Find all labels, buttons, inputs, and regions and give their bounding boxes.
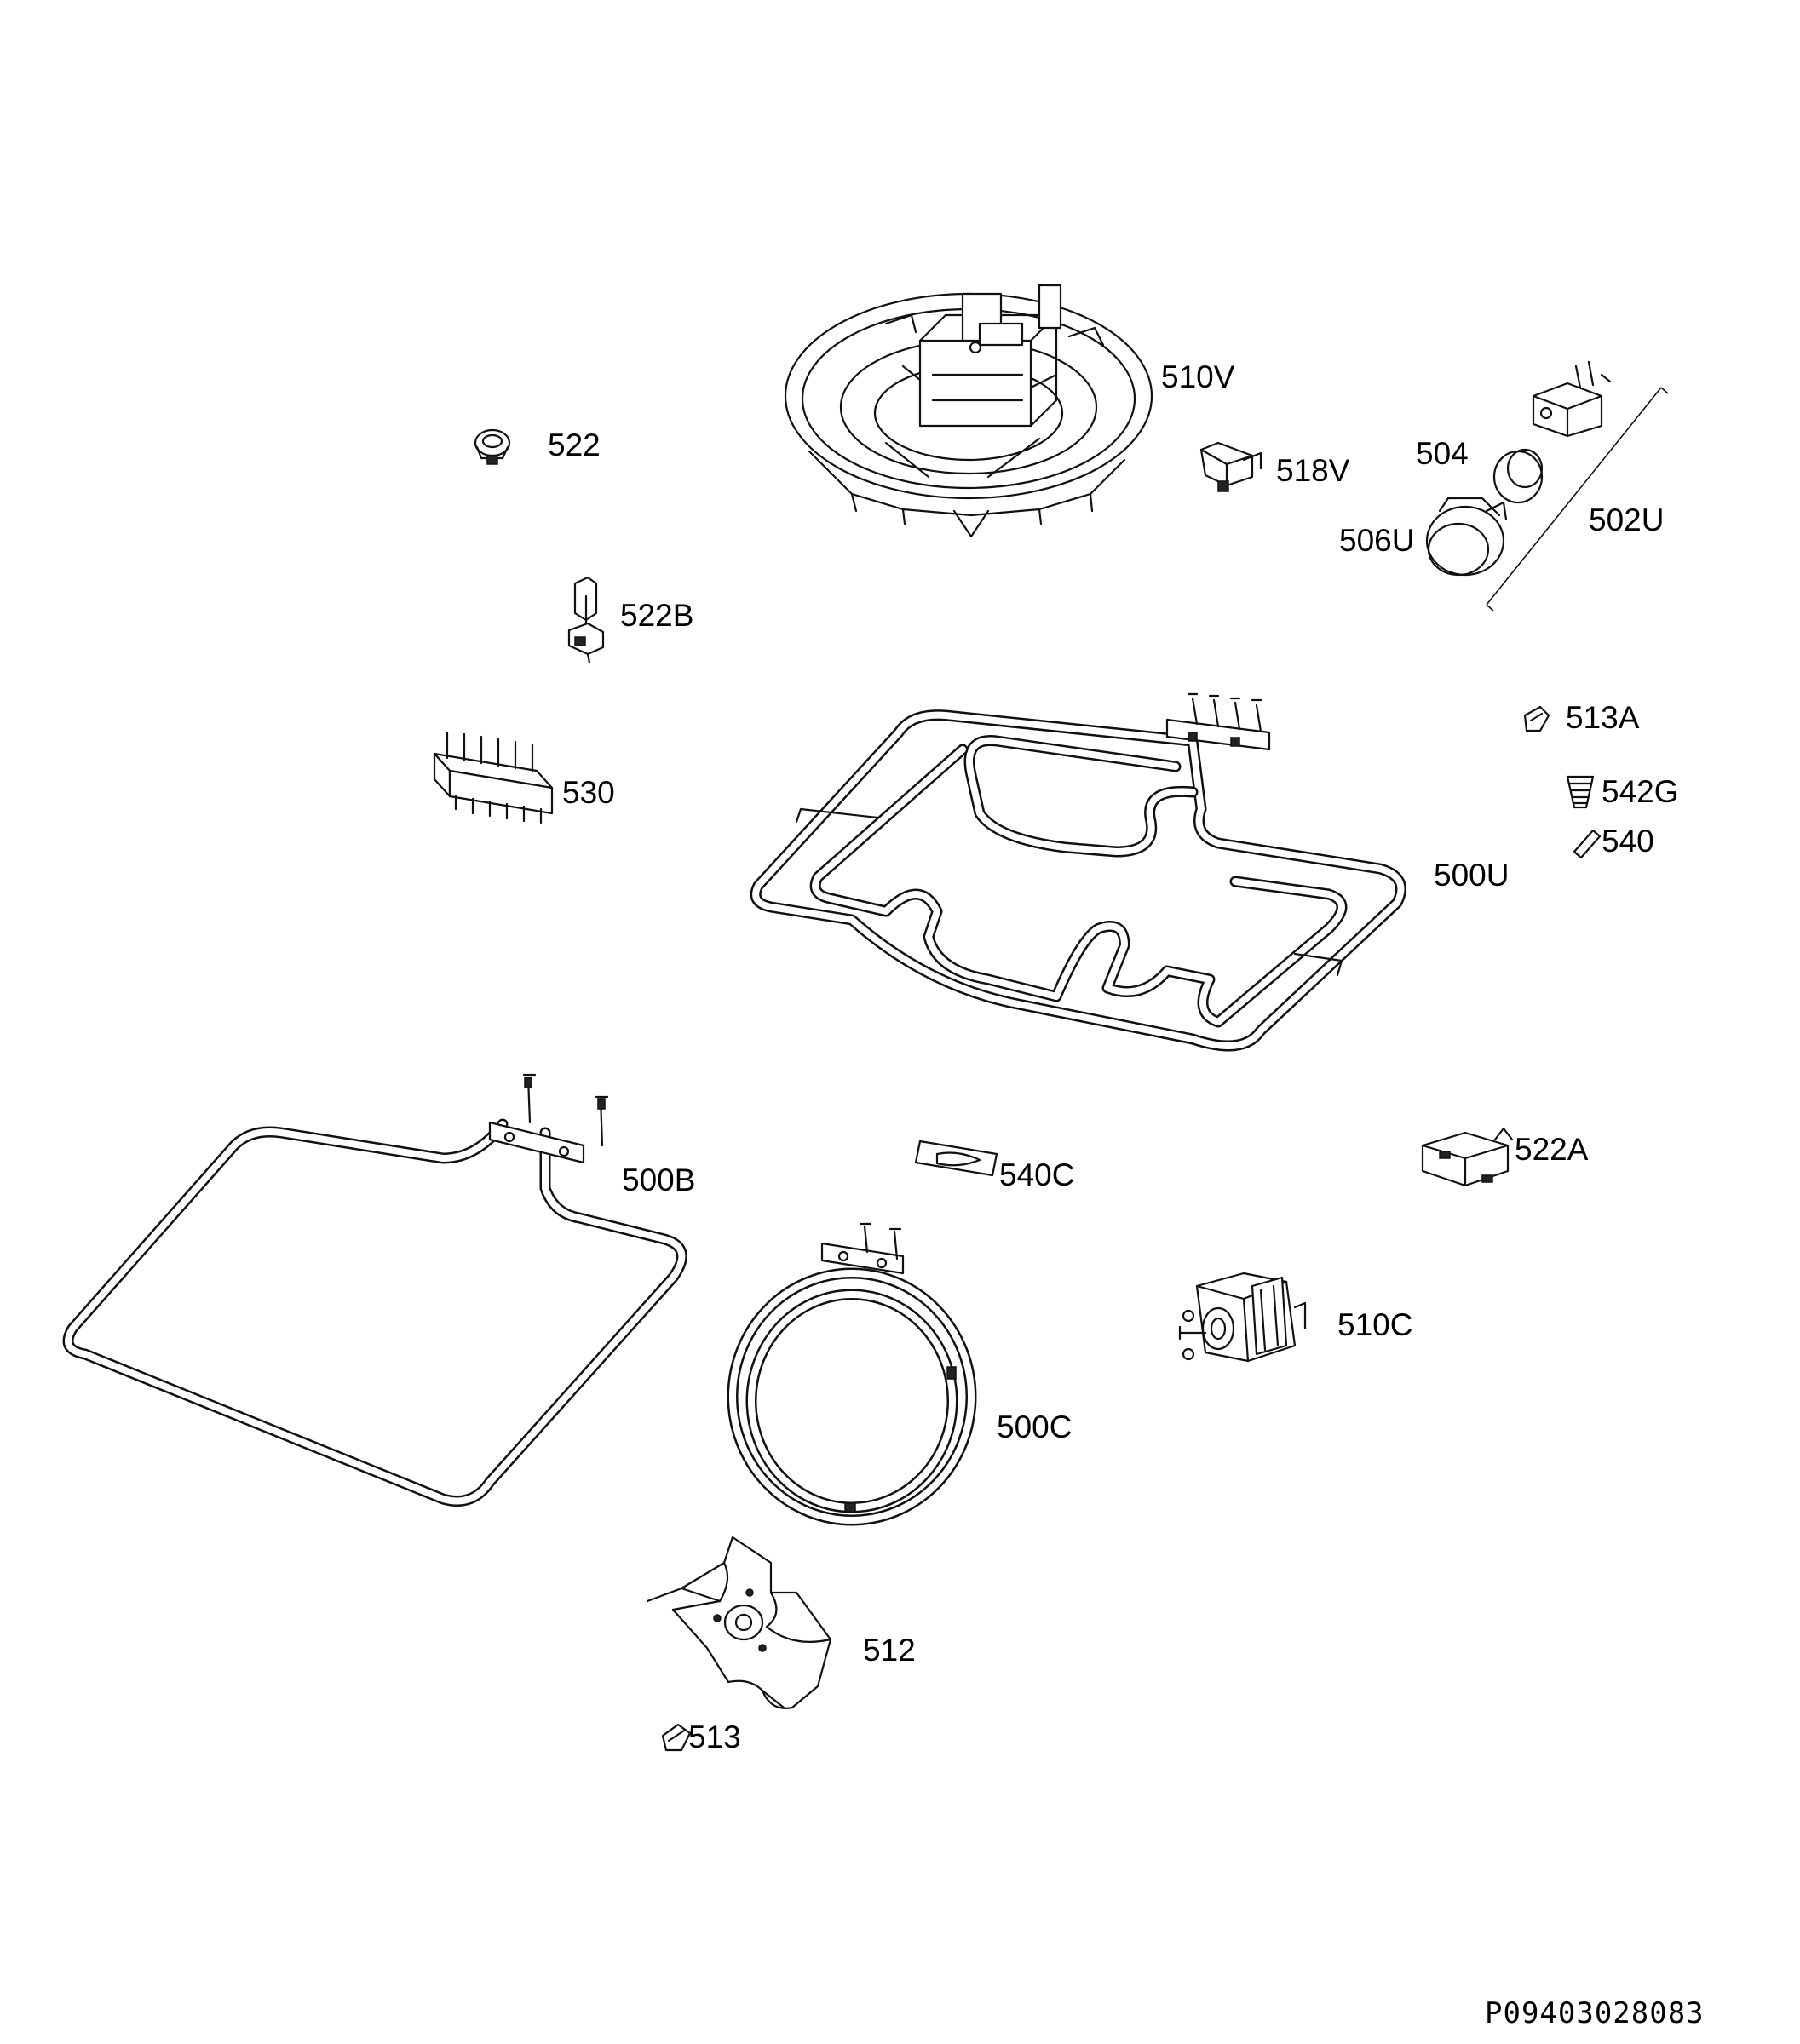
label-518V: 518V — [1276, 453, 1350, 488]
label-502U: 502U — [1589, 502, 1664, 537]
part-522A-switch — [1421, 1127, 1514, 1187]
part-522-clip — [474, 428, 511, 465]
label-510V: 510V — [1161, 359, 1235, 394]
label-504: 504 — [1416, 436, 1469, 471]
part-513A-nut — [1523, 705, 1550, 732]
part-530-terminal-block — [433, 731, 554, 824]
label-530: 530 — [562, 775, 615, 810]
label-500U: 500U — [1434, 858, 1509, 893]
label-542G: 542G — [1602, 774, 1679, 809]
label-522B: 522B — [620, 598, 693, 633]
part-512-fan-blade — [646, 1536, 832, 1709]
part-510C-motor — [1178, 1272, 1307, 1363]
part-522B-thermostat — [567, 576, 605, 664]
part-510V-fan-housing — [784, 284, 1153, 538]
part-500U-grill-element — [750, 692, 1406, 1052]
part-540C-gasket — [914, 1140, 998, 1177]
label-513A: 513A — [1566, 700, 1640, 735]
label-512: 512 — [863, 1633, 916, 1668]
part-513-nut — [661, 1723, 692, 1752]
part-502U-lamp-assembly — [1425, 360, 1669, 611]
label-540: 540 — [1602, 824, 1654, 858]
part-540-pin — [1573, 829, 1602, 859]
part-518V-bracket — [1199, 441, 1262, 492]
part-542G-spring — [1566, 775, 1595, 809]
label-500B: 500B — [622, 1163, 695, 1197]
label-506U: 506U — [1339, 523, 1414, 558]
label-522A: 522A — [1515, 1132, 1589, 1167]
label-510C: 510C — [1337, 1307, 1412, 1342]
document-code: P09403028083 — [1485, 1996, 1705, 2030]
label-540C: 540C — [999, 1157, 1074, 1192]
part-500C-circular-element — [727, 1222, 977, 1526]
part-500B-bottom-element — [62, 1073, 687, 1507]
label-522: 522 — [548, 428, 601, 462]
label-500C: 500C — [997, 1410, 1072, 1444]
label-513: 513 — [688, 1720, 741, 1754]
